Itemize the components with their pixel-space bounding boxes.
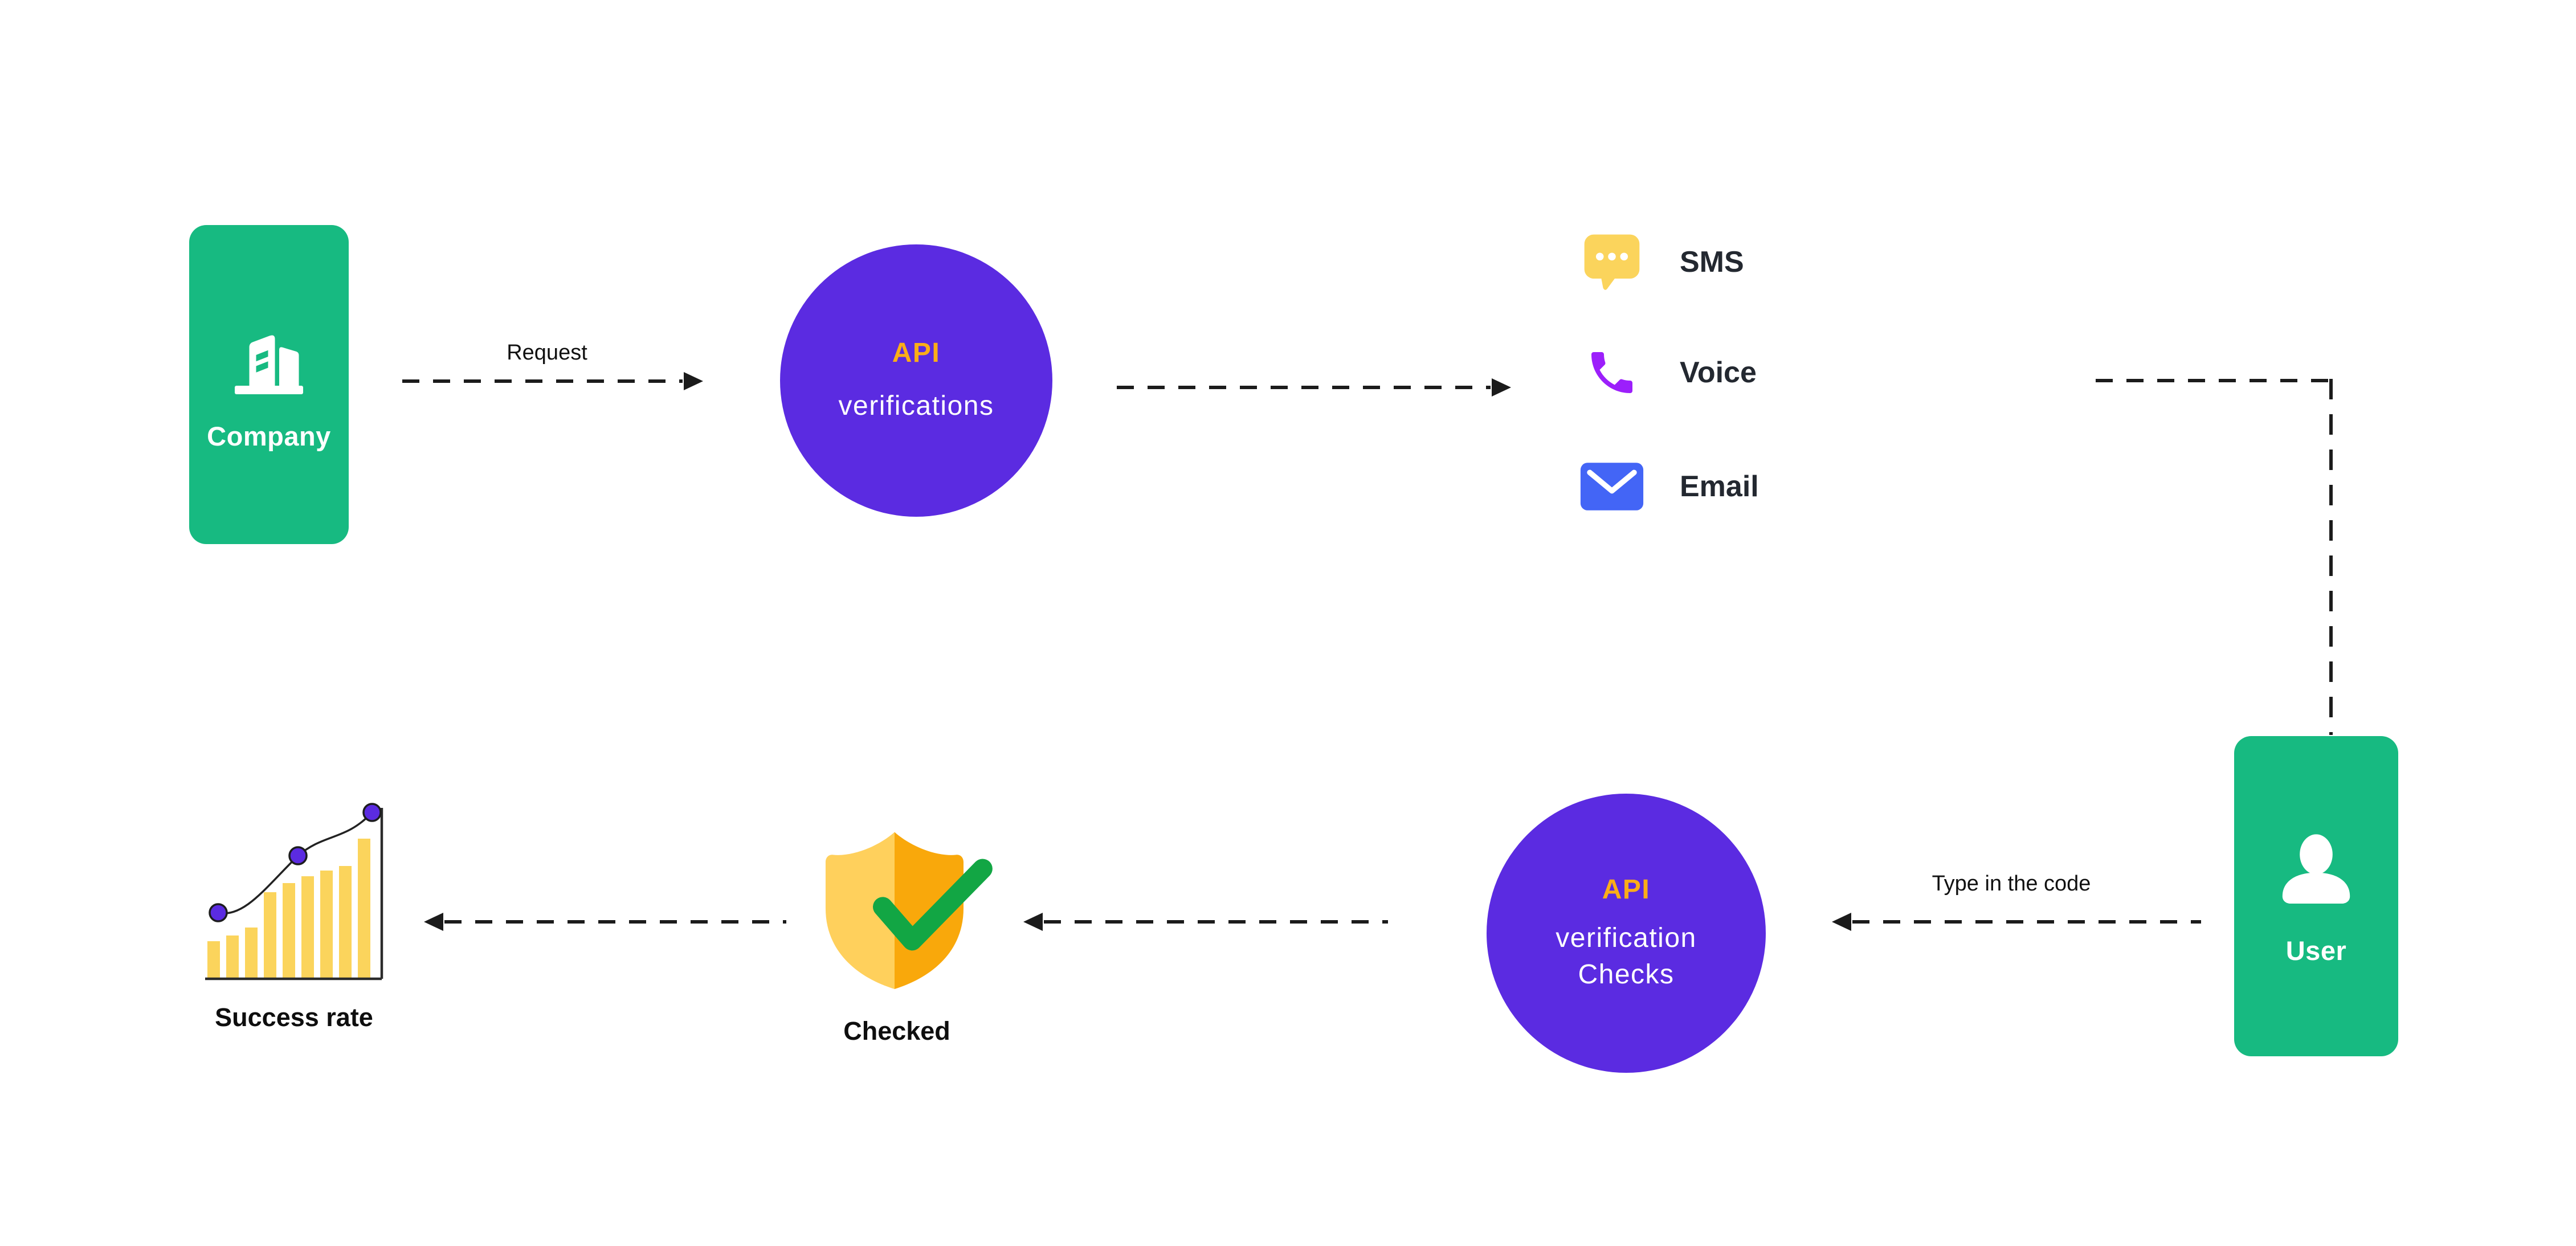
growth-chart-icon [202, 791, 386, 990]
shield-to-chart-arrowhead-icon [424, 913, 443, 931]
chart-axes [205, 808, 383, 981]
type-code-arrow-line [1852, 920, 2201, 924]
channels-to-user-line-vertical [2329, 379, 2333, 735]
channel-label-voice: Voice [1680, 356, 1757, 389]
checks-to-shield-arrowhead-icon [1023, 913, 1043, 931]
envelope-icon [1577, 461, 1647, 512]
user-node: User [2234, 736, 2398, 1056]
channel-label-email: Email [1680, 470, 1759, 503]
phone-handset-icon [1577, 345, 1647, 400]
api-verifications-node: API verifications [780, 244, 1052, 517]
channel-row-email: Email [1577, 459, 1759, 514]
user-label: User [2285, 935, 2347, 966]
success-rate-dots [209, 803, 382, 922]
type-code-arrowhead-icon [1832, 913, 1851, 931]
shield-to-chart-arrow-line [444, 920, 786, 924]
type-code-label: Type in the code [1932, 872, 2091, 896]
checks-to-shield-arrow-line [1044, 920, 1388, 924]
channels-arrow-line [1117, 386, 1491, 389]
channel-row-voice: Voice [1577, 344, 1757, 401]
company-node: Company [189, 225, 349, 544]
channel-label-sms: SMS [1680, 246, 1744, 279]
api-verification-checks-node: API verification Checks [1487, 794, 1766, 1073]
api-checks-line3: Checks [1578, 959, 1675, 990]
api-verifications-line1: API [892, 337, 941, 368]
channel-row-sms: SMS [1577, 229, 1744, 295]
request-arrowhead-icon [684, 372, 703, 390]
building-icon [226, 317, 312, 406]
channels-to-user-line-horizontal [2096, 379, 2332, 382]
person-icon [2271, 826, 2362, 920]
checked-caption: Checked [843, 1016, 950, 1045]
api-verifications-line2: verifications [838, 390, 994, 421]
success-rate-bars [207, 839, 370, 979]
success-rate-caption: Success rate [215, 1003, 373, 1032]
speech-bubble-icon [1577, 229, 1647, 295]
request-label: Request [507, 341, 587, 365]
company-label: Company [207, 421, 331, 451]
shield-check-icon [808, 823, 1002, 1002]
request-arrow-line [402, 379, 683, 383]
api-checks-line2: verification [1556, 922, 1697, 953]
api-checks-line1: API [1602, 874, 1651, 905]
channels-arrowhead-icon [1492, 378, 1511, 397]
